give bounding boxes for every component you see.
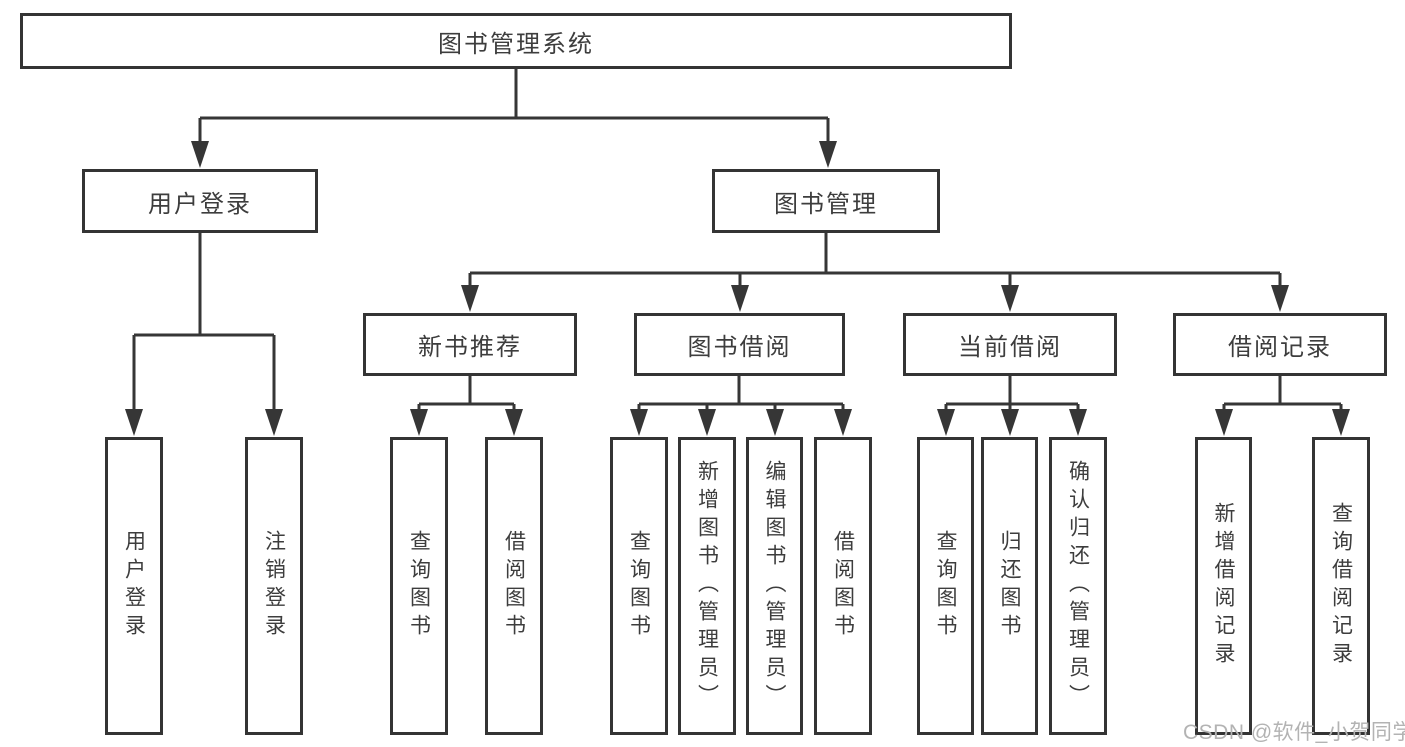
leaf-borrow-books-recommend: 借阅图书: [485, 437, 543, 735]
leaf-add-borrow-record: 新增借阅记录: [1195, 437, 1252, 735]
leaf-user-login: 用户登录: [105, 437, 163, 735]
leaf-query-books-current-label: 查询图书: [934, 530, 957, 642]
node-user-login: 用户登录: [82, 169, 318, 233]
leaf-query-books-current: 查询图书: [917, 437, 974, 735]
leaf-add-books-admin: 新增图书（管理员）: [678, 437, 736, 735]
node-book-management: 图书管理: [712, 169, 940, 233]
leaf-return-books: 归还图书: [981, 437, 1038, 735]
node-library-system: 图书管理系统: [20, 13, 1012, 69]
leaf-logout-label: 注销登录: [262, 530, 286, 642]
arrowheads: [125, 141, 1350, 436]
leaf-query-books-recommend: 查询图书: [390, 437, 448, 735]
node-new-book-recommend: 新书推荐: [363, 313, 577, 376]
leaf-add-books-admin-label: 新增图书（管理员）: [695, 460, 719, 712]
leaf-borrow-books-label: 借阅图书: [831, 530, 855, 642]
watermark: CSDN @软件_小贺同学: [1183, 721, 1405, 744]
leaf-query-borrow-record: 查询借阅记录: [1312, 437, 1370, 735]
leaf-confirm-return-admin: 确认归还（管理员）: [1049, 437, 1107, 735]
leaf-add-borrow-record-label: 新增借阅记录: [1212, 502, 1235, 670]
leaf-query-books-borrowing-label: 查询图书: [627, 530, 651, 642]
node-book-borrowing: 图书借阅: [634, 313, 845, 376]
leaf-borrow-books-recommend-label: 借阅图书: [502, 530, 526, 642]
leaf-borrow-books: 借阅图书: [814, 437, 872, 735]
leaf-return-books-label: 归还图书: [998, 530, 1021, 642]
node-current-borrowing: 当前借阅: [903, 313, 1117, 376]
leaf-edit-books-admin-label: 编辑图书（管理员）: [763, 460, 786, 712]
leaf-query-books-recommend-label: 查询图书: [407, 530, 431, 642]
node-borrowing-records: 借阅记录: [1173, 313, 1387, 376]
connector-lines: [132, 69, 1343, 412]
leaf-query-books-borrowing: 查询图书: [610, 437, 668, 735]
leaf-confirm-return-admin-label: 确认归还（管理员）: [1066, 460, 1090, 712]
leaf-edit-books-admin: 编辑图书（管理员）: [746, 437, 803, 735]
leaf-logout: 注销登录: [245, 437, 303, 735]
leaf-query-borrow-record-label: 查询借阅记录: [1329, 502, 1353, 670]
leaf-user-login-label: 用户登录: [122, 530, 146, 642]
